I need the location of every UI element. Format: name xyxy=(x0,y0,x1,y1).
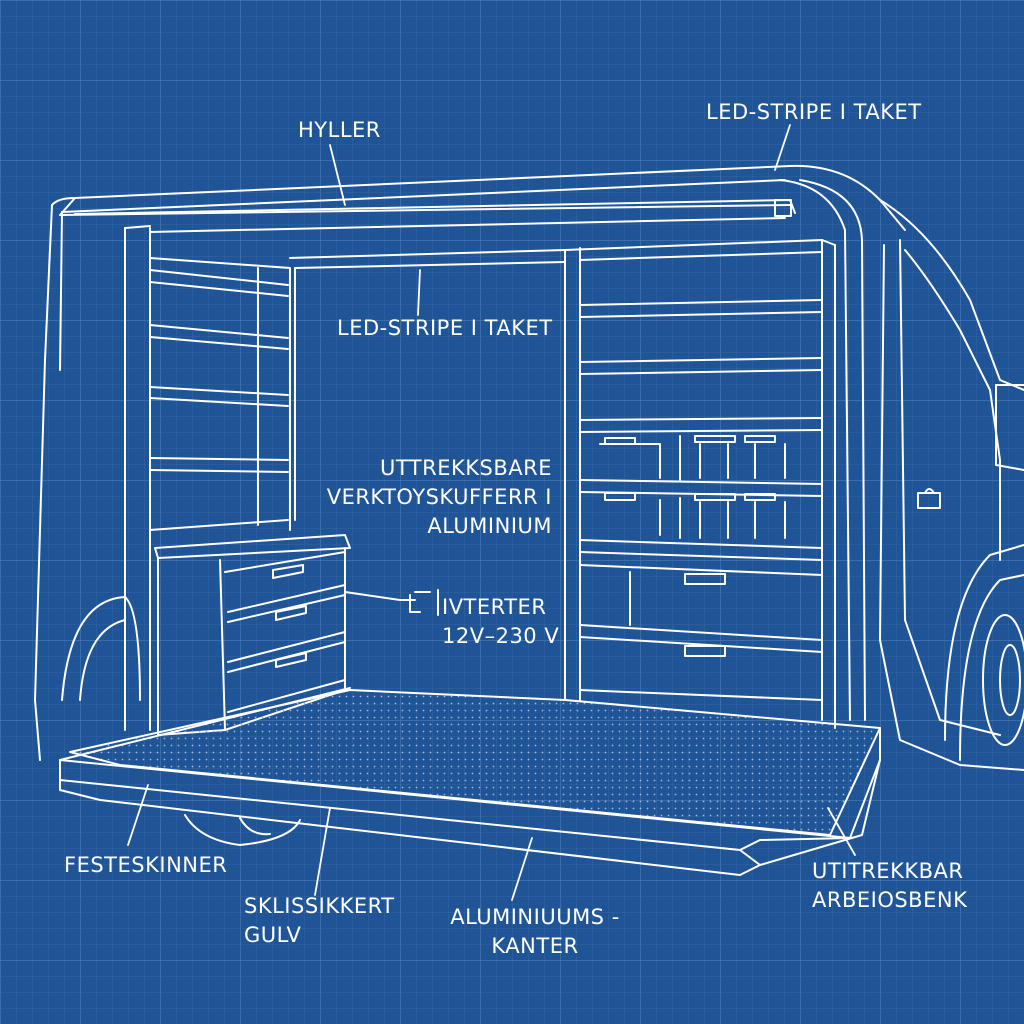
leader-gulv xyxy=(314,807,331,896)
leader-festeskinner xyxy=(127,784,149,846)
right-shelving xyxy=(564,239,836,729)
label-gulv-line2: GULV xyxy=(244,923,302,947)
label-hyller: HYLLER xyxy=(298,116,381,145)
label-festeskinner-text: FESTESKINNER xyxy=(64,853,228,877)
back-wall xyxy=(289,249,566,521)
label-inverter-line1: IVTERTER xyxy=(442,595,547,619)
leader-kanter xyxy=(511,837,533,901)
label-led-top: LED-STRIPE I TAKET xyxy=(706,98,922,127)
drawer-cabinet xyxy=(154,534,351,736)
right-wheel xyxy=(944,544,1024,761)
left-shelving xyxy=(124,225,291,731)
label-toolbox: UTTREKKSBARE VERKTOYSKUFFERR I ALUMINIUM xyxy=(300,454,552,541)
label-benk-line1: UTITREKKBAR xyxy=(812,859,964,883)
led-strip xyxy=(59,197,796,233)
left-wheel xyxy=(61,596,301,846)
label-toolbox-line1: UTTREKKSBARE xyxy=(379,456,552,480)
label-led-mid: LED-STRIPE I TAKET xyxy=(337,314,553,343)
tool-cases xyxy=(599,435,786,657)
label-gulv: SKLISSIKKERT GULV xyxy=(244,892,395,950)
inverter-box xyxy=(344,589,439,616)
leader-benk xyxy=(827,807,856,856)
label-kanter-line1: ALUMINIUUMS - xyxy=(450,905,620,929)
leader-lines xyxy=(127,124,856,901)
label-kanter-line2: KANTER xyxy=(491,934,579,958)
label-led-mid-text: LED-STRIPE I TAKET xyxy=(337,316,553,340)
label-inverter-line2: 12V–230 V xyxy=(442,624,560,648)
leader-led-mid xyxy=(417,269,421,316)
leader-led-top xyxy=(774,124,791,171)
label-benk: UTITREKKBAR ARBEIOSBENK xyxy=(812,857,967,915)
leader-hyller xyxy=(329,144,346,206)
label-inverter: IVTERTER 12V–230 V xyxy=(442,593,559,651)
floor-platform xyxy=(59,687,881,876)
label-festeskinner: FESTESKINNER xyxy=(64,851,227,880)
van-body-outline xyxy=(34,164,1024,771)
label-hyller-text: HYLLER xyxy=(298,118,381,142)
label-kanter: ALUMINIUUMS - KANTER xyxy=(440,903,630,961)
label-benk-line2: ARBEIOSBENK xyxy=(812,888,968,912)
label-toolbox-line3: ALUMINIUM xyxy=(427,514,552,538)
label-toolbox-line2: VERKTOYSKUFFERR I xyxy=(326,485,552,509)
label-gulv-line1: SKLISSIKKERT xyxy=(244,894,395,918)
label-led-top-text: LED-STRIPE I TAKET xyxy=(706,100,922,124)
